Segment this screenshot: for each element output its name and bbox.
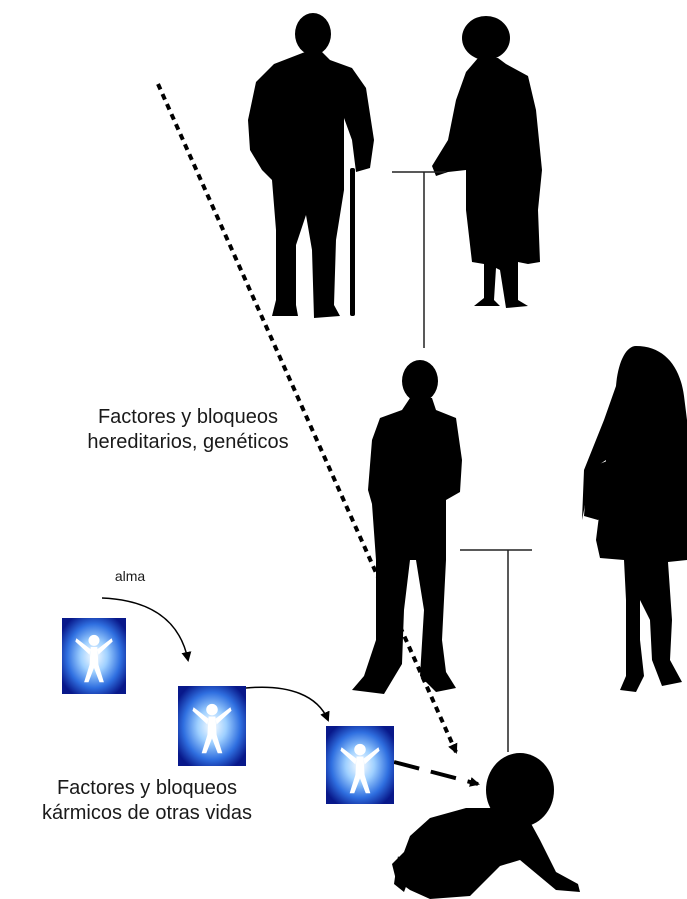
soul-figure-icon — [326, 726, 394, 804]
mother-silhouette — [582, 346, 687, 692]
hereditary-arrow — [156, 83, 458, 754]
hereditary-label-line-2: hereditarios, genéticos — [87, 431, 289, 453]
soul-to-baby-arrow — [393, 760, 480, 787]
soul-label: alma — [114, 568, 146, 584]
soul-figure-icon — [178, 686, 246, 766]
hereditary-factors-label: Factores y bloqueos hereditarios, genéti… — [38, 405, 338, 455]
grandfather-silhouette — [248, 13, 374, 318]
hereditary-label-line-1: Factores y bloqueos — [97, 406, 279, 428]
soul-path-arrow-1 — [101, 597, 192, 662]
soul-path-arrow-2 — [245, 686, 330, 722]
grandmother-silhouette — [432, 16, 542, 308]
father-silhouette — [352, 360, 462, 694]
karmic-label-line-2: kármicos de otras vidas — [41, 802, 253, 824]
grandparents-link-connector — [392, 171, 446, 348]
soul-figure-icon — [62, 618, 126, 694]
parents-link-connector — [460, 549, 532, 752]
karmic-label-line-1: Factores y bloqueos — [56, 777, 238, 799]
baby-silhouette — [392, 753, 580, 899]
karmic-factors-label: Factores y bloqueos kármicos de otras vi… — [2, 776, 292, 826]
